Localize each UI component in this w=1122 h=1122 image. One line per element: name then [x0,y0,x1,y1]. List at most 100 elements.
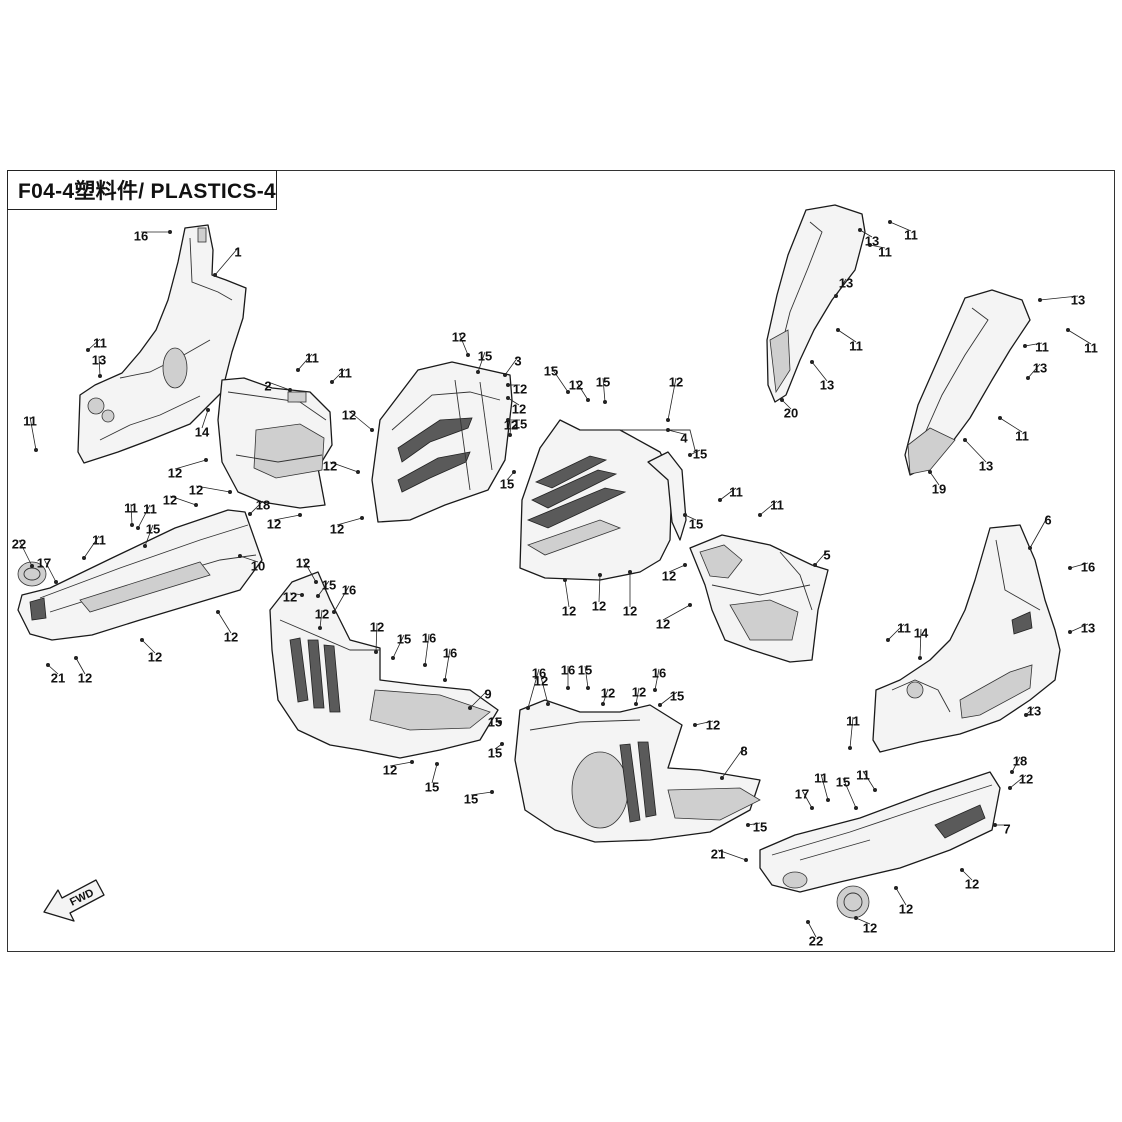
leader-line [717,849,747,861]
callout-10: 10 [251,558,265,573]
callout-21: 21 [711,846,725,861]
leader-line [504,356,519,376]
callout-12: 12 [1019,771,1033,786]
callout-11: 11 [849,338,863,353]
fastener-marker [370,428,374,432]
leader-line [141,639,156,654]
fastener-marker [848,746,852,750]
callout-12: 12 [224,629,238,644]
part-1-left-side-panel [77,224,247,464]
callout-11: 11 [904,227,918,242]
fastener-marker [894,886,898,890]
leader-line [575,380,589,401]
leader-line [1029,515,1049,549]
leader-line [598,574,601,603]
fastener-marker [130,523,134,527]
leader-line [336,517,363,526]
callout-5: 5 [823,547,830,562]
callout-12: 12 [296,555,310,570]
callout-16: 16 [443,645,457,660]
part-22-cap-left [17,561,47,587]
callout-22: 22 [12,536,26,551]
leader-line [217,611,232,634]
fastener-marker [658,703,662,707]
callout-13: 13 [979,458,993,473]
leader-line [83,535,100,559]
callout-12: 12 [669,374,683,389]
callout-15: 15 [596,374,610,389]
fastener-marker [868,243,872,247]
leader-line [431,763,438,784]
callout-8: 8 [740,743,747,758]
fastener-marker [744,858,748,862]
leader-line [721,746,745,779]
leader-line [507,397,520,406]
leader-line [201,409,209,429]
fastener-marker [300,593,304,597]
callout-13: 13 [1033,360,1047,375]
callout-11: 11 [856,767,870,782]
fastener-marker [758,513,762,517]
leader-line [470,791,493,796]
fastener-marker [468,706,472,710]
fastener-marker [1008,786,1012,790]
callout-18: 18 [1013,753,1027,768]
part-20-fender [766,204,866,403]
fastener-marker [813,563,817,567]
fastener-marker [204,458,208,462]
part-5-rear-guard [689,534,829,663]
leader-line [392,634,405,659]
callout-15: 15 [478,348,492,363]
callout-21: 21 [51,670,65,685]
callout-14: 14 [195,424,210,439]
fastener-marker [634,702,638,706]
part-4-door-panel [519,419,696,581]
fastener-marker [886,638,890,642]
fastener-marker [666,428,670,432]
leader-line [801,789,813,809]
leader-line [1069,562,1089,569]
fastener-marker [506,396,510,400]
callout-12: 12 [534,673,548,688]
callout-11: 11 [846,713,860,728]
fastener-marker [653,688,657,692]
fastener-marker [46,663,50,667]
fastener-marker [526,706,530,710]
callout-12: 12 [370,619,384,634]
leader-line [137,504,151,529]
callout-15: 15 [464,791,478,806]
fastener-marker [435,762,439,766]
leader-line [458,332,469,356]
fastener-marker [688,603,692,607]
leader-line [469,689,489,709]
callout-15: 15 [544,363,558,378]
callout-4: 4 [680,430,688,445]
part-3-inner-door-panel [371,361,513,523]
callout-12: 12 [706,717,720,732]
fastener-marker [1028,546,1032,550]
fastener-marker [1068,630,1072,634]
fastener-marker [586,686,590,690]
leader-line [289,592,303,596]
callout-12: 12 [168,465,182,480]
fastener-marker [563,578,567,582]
fastener-marker [834,294,838,298]
fastener-marker [500,742,504,746]
callout-12: 12 [656,616,670,631]
fastener-marker [720,776,724,780]
leader-lines [18,220,1092,938]
callout-13: 13 [839,275,853,290]
leader-line [635,687,640,705]
callout-11: 11 [305,350,319,365]
leader-line [684,514,697,521]
fastener-marker [466,353,470,357]
callout-13: 13 [1071,292,1085,307]
leader-line [719,487,737,501]
leader-line [1009,774,1027,789]
leader-line [694,720,714,726]
callout-15: 15 [689,516,703,531]
part-6-right-side-panel [872,524,1061,753]
fastener-marker [683,563,687,567]
fastener-marker [318,626,322,630]
leader-line [889,221,912,232]
